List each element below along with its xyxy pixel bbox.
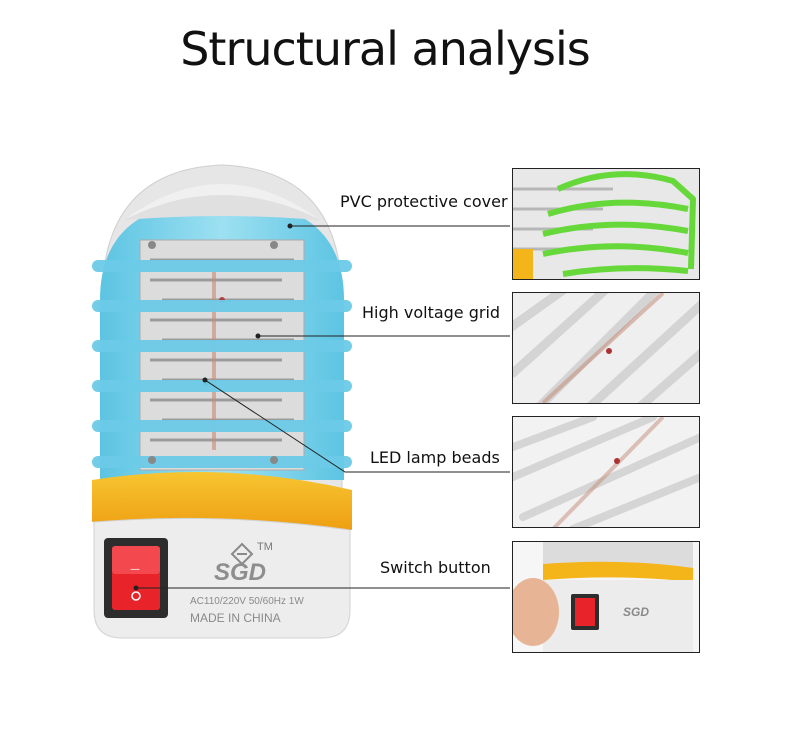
thumb-high-voltage-grid xyxy=(512,292,700,404)
callout-label-led: LED lamp beads xyxy=(370,448,500,467)
trademark-text: TM xyxy=(257,541,273,553)
callout-label-cover: PVC protective cover xyxy=(340,192,508,211)
thumb-brand-text: SGD xyxy=(623,605,649,619)
page-title: Structural analysis xyxy=(180,22,591,76)
mosquito-killer-device: — TM SGD AC110/220V 50/60Hz 1W MADE IN C… xyxy=(92,164,352,639)
callout-label-grid: High voltage grid xyxy=(362,303,501,322)
thumb-protective-cover xyxy=(512,168,700,280)
callout-label-switch: Switch button xyxy=(380,558,491,577)
spec-text: AC110/220V 50/60Hz 1W xyxy=(190,596,304,607)
svg-text:—: — xyxy=(130,564,140,575)
brand-text: SGD xyxy=(214,559,266,586)
thumb-led-lamp-beads xyxy=(512,416,700,528)
thumb-switch-button: SGD xyxy=(512,541,700,653)
origin-text: MADE IN CHINA xyxy=(190,611,281,625)
